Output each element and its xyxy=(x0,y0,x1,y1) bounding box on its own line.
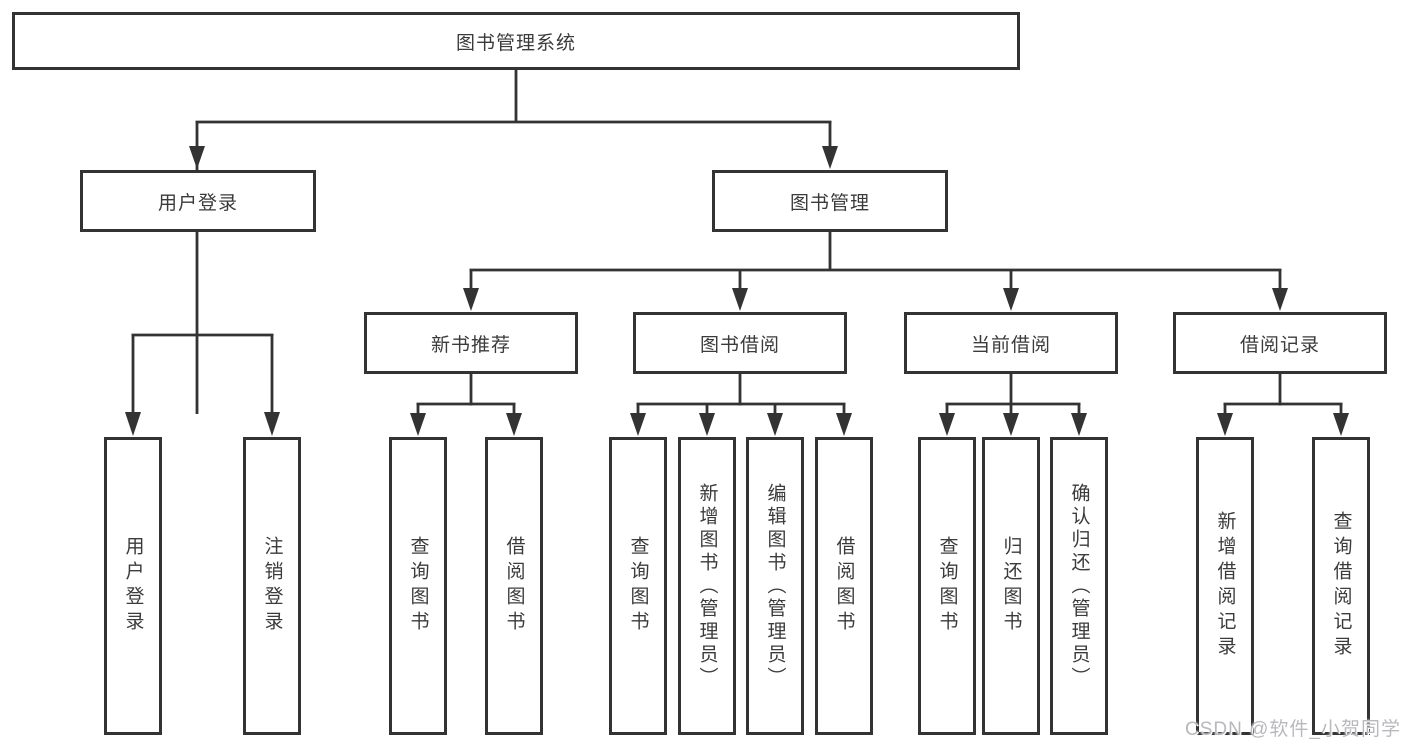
leaf-current-return-book: 归还图书 xyxy=(982,437,1040,735)
node-current-borrow: 当前借阅 xyxy=(904,312,1118,374)
node-book-borrow: 图书借阅 xyxy=(633,312,847,374)
node-current-borrow-label: 当前借阅 xyxy=(970,334,1051,356)
leaf-borrow-borrow-book-label: 借阅图书 xyxy=(833,536,855,636)
node-book-management: 图书管理 xyxy=(712,170,948,232)
node-new-book-recommend-label: 新书推荐 xyxy=(430,334,511,356)
leaf-current-query-book: 查询图书 xyxy=(918,437,976,735)
leaf-record-add: 新增借阅记录 xyxy=(1196,437,1254,735)
leaf-logout: 注销登录 xyxy=(243,437,301,735)
leaf-borrow-borrow-book: 借阅图书 xyxy=(815,437,873,735)
leaf-borrow-add-book: 新增图书（管理员） xyxy=(678,437,736,735)
leaf-user-login: 用户登录 xyxy=(104,437,162,735)
leaf-current-confirm-return-label: 确认归还（管理员） xyxy=(1068,482,1090,690)
leaf-rec-query-book-label: 查询图书 xyxy=(407,536,429,636)
node-root: 图书管理系统 xyxy=(12,12,1020,70)
leaf-user-login-label: 用户登录 xyxy=(122,536,144,636)
node-new-book-recommend: 新书推荐 xyxy=(364,312,578,374)
leaf-record-query: 查询借阅记录 xyxy=(1312,437,1370,735)
leaf-rec-query-book: 查询图书 xyxy=(389,437,447,735)
leaf-record-query-label: 查询借阅记录 xyxy=(1330,511,1352,661)
leaf-current-return-book-label: 归还图书 xyxy=(1000,536,1022,636)
connector-root-to-level2 xyxy=(131,69,1343,416)
csdn-watermark: CSDN @软件_小贺同学 xyxy=(1185,719,1401,740)
node-root-label: 图书管理系统 xyxy=(455,32,576,54)
leaf-borrow-add-book-label: 新增图书（管理员） xyxy=(696,482,718,690)
leaf-borrow-edit-book-label: 编辑图书（管理员） xyxy=(764,482,786,690)
node-borrow-record: 借阅记录 xyxy=(1173,312,1387,374)
leaf-logout-label: 注销登录 xyxy=(261,536,283,636)
leaf-current-confirm-return: 确认归还（管理员） xyxy=(1050,437,1108,735)
arrowheads xyxy=(125,146,1349,436)
node-book-borrow-label: 图书借阅 xyxy=(699,334,780,356)
leaf-rec-borrow-book: 借阅图书 xyxy=(485,437,543,735)
leaf-borrow-query-book-label: 查询图书 xyxy=(627,536,649,636)
leaf-current-query-book-label: 查询图书 xyxy=(936,536,958,636)
node-borrow-record-label: 借阅记录 xyxy=(1239,334,1320,356)
leaf-borrow-query-book: 查询图书 xyxy=(609,437,667,735)
leaf-record-add-label: 新增借阅记录 xyxy=(1214,511,1236,661)
node-user-login-label: 用户登录 xyxy=(157,192,238,214)
node-book-management-label: 图书管理 xyxy=(789,192,870,214)
node-user-login: 用户登录 xyxy=(80,170,316,232)
leaf-borrow-edit-book: 编辑图书（管理员） xyxy=(746,437,804,735)
leaf-rec-borrow-book-label: 借阅图书 xyxy=(503,536,525,636)
